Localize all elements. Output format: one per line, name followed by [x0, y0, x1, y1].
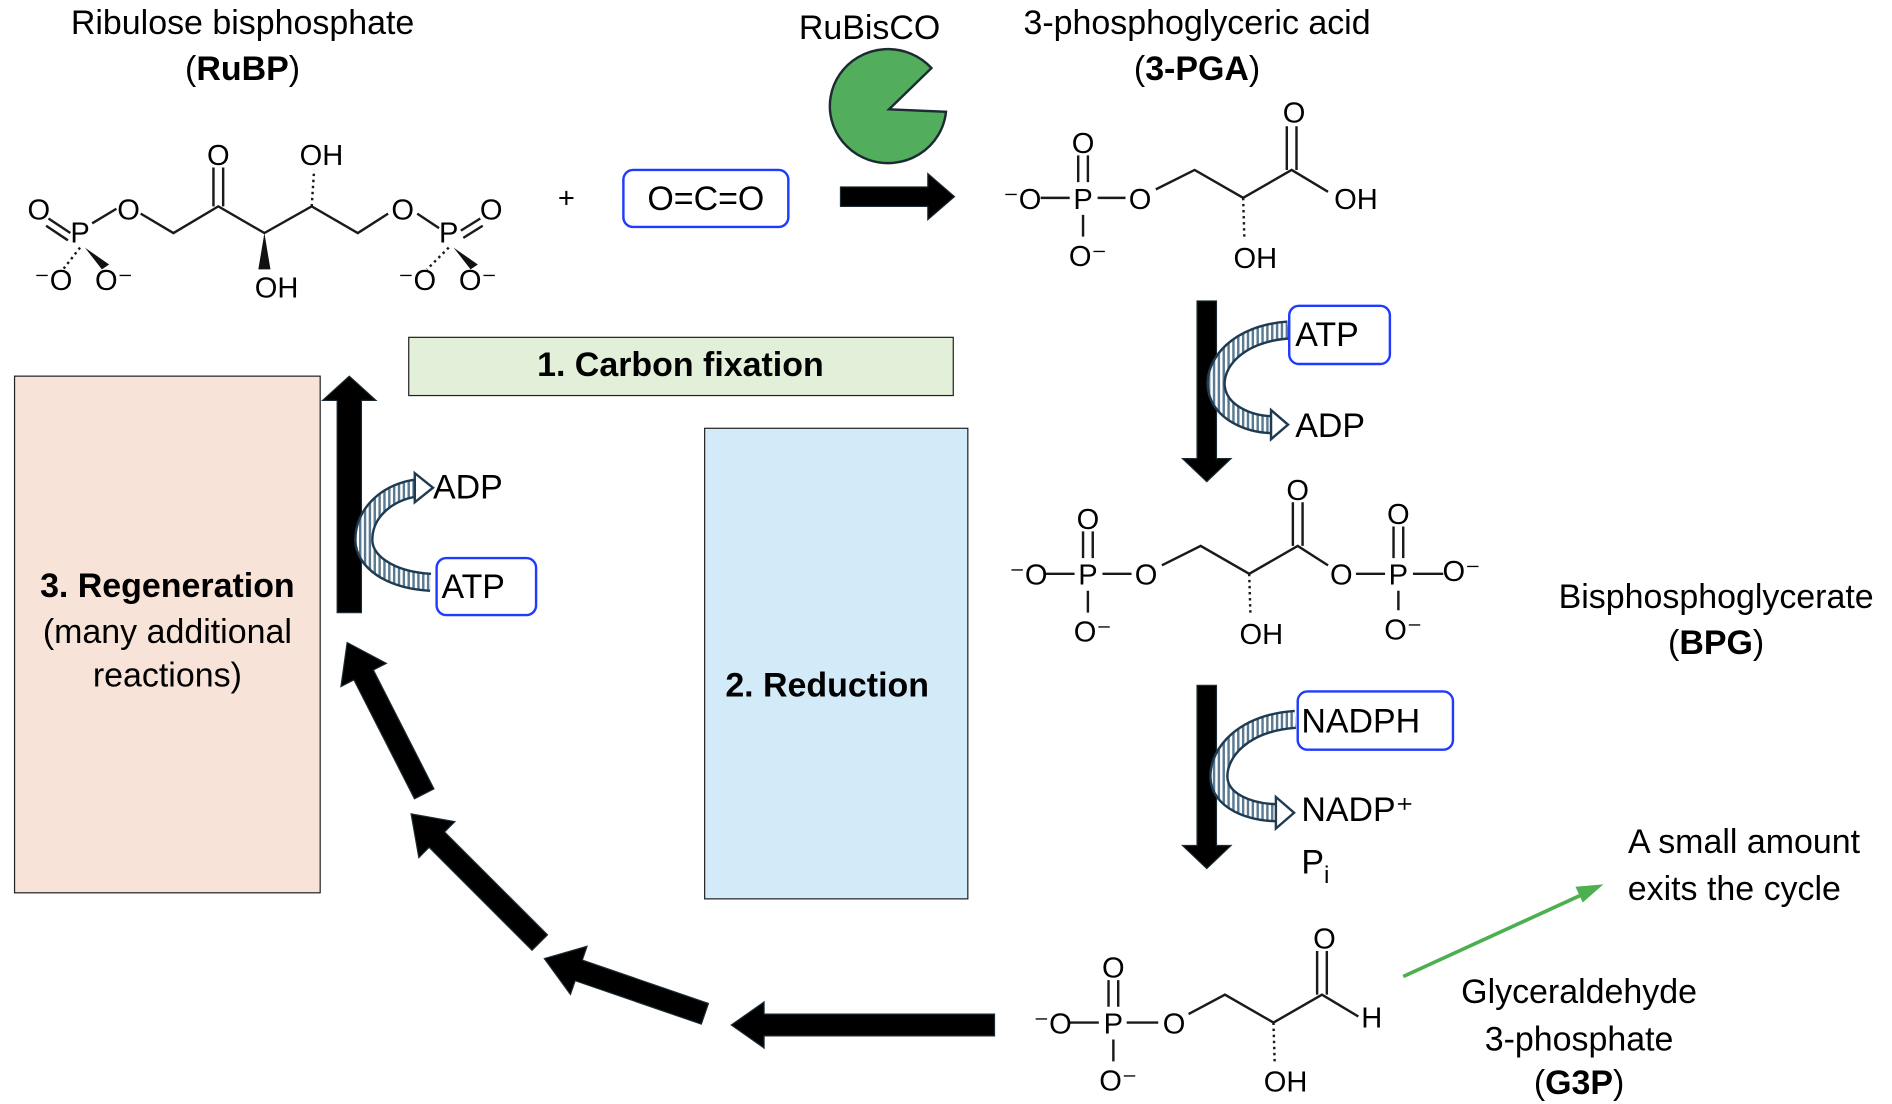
atom: P	[70, 218, 89, 250]
atom: O	[1283, 98, 1306, 130]
phase-label: 1. Carbon fixation	[537, 346, 824, 384]
atom: O	[1330, 560, 1353, 592]
atom: OH	[1233, 243, 1277, 275]
atom: P	[1073, 184, 1092, 216]
atom: OH	[255, 272, 299, 304]
atom: P	[439, 218, 458, 250]
atp-box: ATP	[435, 556, 538, 617]
pi-label: Pi	[1301, 843, 1329, 889]
molecule-name: Ribulose bisphosphate	[71, 4, 414, 42]
enzyme-label: RuBisCO	[799, 9, 940, 47]
atom: P	[1104, 1008, 1123, 1040]
exit-arrow	[1402, 889, 1590, 979]
atom: O	[1077, 504, 1100, 536]
phase-regeneration: 3. Regeneration (many additional reactio…	[13, 375, 321, 894]
atom: O	[117, 195, 140, 227]
phase-label: 2. Reduction	[725, 666, 929, 704]
atp-to-adp-curved-arrow	[1206, 320, 1290, 442]
molecule-3pga: 3-phosphoglyceric acid (3-PGA) ⁻O P O O …	[1003, 4, 1377, 275]
molecule-bpg: ⁻O P O O O⁻ OH O O P O⁻ O O⁻ Bisphosphog…	[1009, 475, 1873, 662]
phase-sublabel: reactions)	[93, 657, 242, 695]
atom: P	[1078, 560, 1097, 592]
molecule-abbr: (RuBP)	[185, 50, 300, 88]
exit-note: exits the cycle	[1628, 870, 1841, 908]
molecule-name: 3-phosphoglyceric acid	[1023, 4, 1370, 42]
atom: O	[1163, 1008, 1186, 1040]
atp-to-adp-curved-arrow	[354, 470, 435, 593]
exit-arrow-head	[1575, 884, 1604, 903]
atom: O	[1286, 475, 1309, 507]
atom: O⁻	[1074, 617, 1112, 649]
arrow-diagonal	[543, 945, 710, 1025]
phase-reduction: 2. Reduction	[704, 427, 969, 900]
co2-label: O=C=O	[647, 180, 764, 218]
atom: OH	[300, 140, 344, 172]
molecule-g3p: ⁻O P O O O⁻ OH O H Glyceraldehyde 3-phos…	[1034, 924, 1697, 1103]
atom: O	[1387, 499, 1410, 531]
reaction-arrow-right	[839, 172, 956, 222]
molecule-name: 3-phosphate	[1485, 1020, 1674, 1058]
atom: O⁻	[1384, 614, 1422, 646]
co2-box: O=C=O	[622, 168, 790, 229]
molecule-rubp: Ribulose bisphosphate (RuBP) O P O ⁻O O⁻…	[27, 4, 502, 304]
molecule-abbr: (3-PGA)	[1134, 50, 1260, 88]
adp-label: ADP	[433, 469, 503, 507]
atom: O	[391, 195, 414, 227]
atom: O⁻	[1099, 1065, 1137, 1097]
arrow-diagonal	[410, 813, 549, 952]
arrow-diagonal	[340, 641, 435, 800]
phase-sublabel: (many additional	[43, 613, 292, 651]
molecule-name: Glyceraldehyde	[1461, 973, 1697, 1011]
atom: O⁻	[1069, 241, 1107, 273]
atom: O	[1135, 560, 1158, 592]
atp-label: ATP	[441, 568, 504, 606]
nadph-to-nadp-curved-arrow	[1209, 709, 1297, 832]
atom: O	[480, 195, 503, 227]
phase-label: 3. Regeneration	[40, 567, 295, 605]
atom: O⁻	[1442, 556, 1480, 588]
atom: O	[207, 140, 230, 172]
atp-box: ATP	[1288, 304, 1392, 366]
adp-label: ADP	[1295, 407, 1365, 445]
molecule-abbr: (BPG)	[1668, 624, 1764, 662]
exit-note: A small amount	[1628, 823, 1861, 861]
nadph-label: NADPH	[1301, 703, 1420, 741]
atom: O	[1313, 924, 1336, 956]
atom: H	[1361, 1002, 1382, 1034]
atom: P	[1389, 560, 1408, 592]
atom: O	[27, 195, 50, 227]
regeneration-arrows	[321, 375, 996, 1050]
atom: ⁻O	[1034, 1008, 1072, 1040]
nadph-box: NADPH	[1296, 690, 1455, 751]
nadp-label: NADP⁺	[1301, 791, 1413, 829]
atp-label: ATP	[1295, 316, 1358, 354]
arrow-left	[730, 1000, 996, 1050]
reaction-arrow-down	[1180, 300, 1233, 483]
reaction-arrow-down	[1180, 684, 1233, 870]
atom: O⁻	[459, 265, 497, 297]
atom: ⁻O	[398, 265, 436, 297]
atom: OH	[1334, 184, 1378, 216]
atom: O⁻	[95, 265, 133, 297]
atom: O	[1129, 184, 1152, 216]
molecule-name: Bisphosphoglycerate	[1559, 578, 1874, 616]
atom: ⁻O	[34, 265, 72, 297]
atom: O	[1072, 128, 1095, 160]
arrow-up	[321, 375, 378, 614]
molecule-abbr: (G3P)	[1534, 1064, 1625, 1102]
atom: O	[1102, 953, 1125, 985]
atom: OH	[1264, 1067, 1308, 1099]
atom: ⁻O	[1009, 560, 1047, 592]
atom: ⁻O	[1003, 184, 1041, 216]
phase-carbon-fixation: 1. Carbon fixation	[408, 336, 954, 397]
rubisco-enzyme-icon	[828, 47, 948, 165]
plus-sign: +	[558, 183, 575, 215]
atom: OH	[1240, 619, 1284, 651]
